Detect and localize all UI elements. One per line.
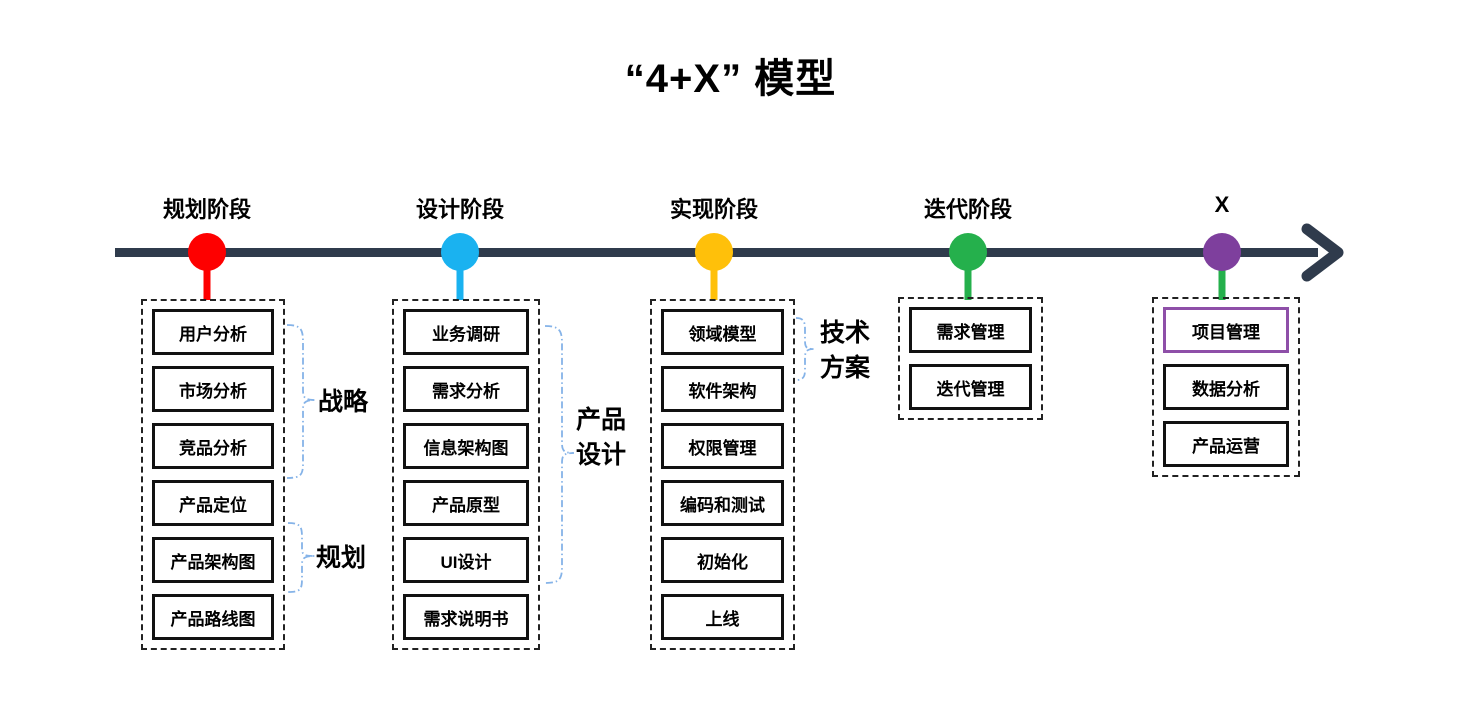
item-box: 权限管理: [661, 423, 784, 469]
item-box: 需求管理: [909, 307, 1032, 353]
item-box: UI设计: [403, 537, 529, 583]
stage-column-design: 业务调研 需求分析 信息架构图 产品原型 UI设计 需求说明书: [392, 299, 540, 650]
item-box: 上线: [661, 594, 784, 640]
annotation-planning: 规划: [316, 544, 367, 572]
brace-tech-solution: [795, 317, 815, 381]
annotation-line: 产品: [576, 406, 627, 434]
stage-label-design: 设计阶段: [415, 197, 504, 222]
item-box: 竞品分析: [152, 423, 274, 469]
stage-column-iteration: 需求管理 迭代管理: [898, 297, 1043, 420]
item-box: 编码和测试: [661, 480, 784, 526]
item-box: 软件架构: [661, 366, 784, 412]
stage-label-x: X: [1214, 192, 1230, 217]
stage-dot-x: [1203, 233, 1241, 271]
item-box: 需求分析: [403, 366, 529, 412]
item-box: 数据分析: [1163, 364, 1289, 410]
annotation-line: 技术: [820, 319, 871, 347]
brace-strategy: [286, 324, 317, 479]
stage-dot-implementation: [695, 233, 733, 271]
timeline-arrowhead-icon: [1301, 223, 1344, 282]
stage-column-planning: 用户分析 市场分析 竞品分析 产品定位 产品架构图 产品路线图: [141, 299, 285, 650]
annotation-line: 方案: [820, 354, 871, 382]
item-box: 领域模型: [661, 309, 784, 355]
annotation-line: 设计: [576, 441, 627, 469]
stage-column-implementation: 领域模型 软件架构 权限管理 编码和测试 初始化 上线: [650, 299, 795, 650]
item-box: 产品定位: [152, 480, 274, 526]
stage-dot-iteration: [949, 233, 987, 271]
item-box: 产品架构图: [152, 537, 274, 583]
item-box: 市场分析: [152, 366, 274, 412]
item-box: 产品路线图: [152, 594, 274, 640]
diagram-title: “4+X” 模型: [624, 57, 837, 101]
item-box: 迭代管理: [909, 364, 1032, 410]
item-box-highlighted: 项目管理: [1163, 307, 1289, 353]
stage-dot-design: [441, 233, 479, 271]
brace-product-design: [544, 325, 575, 584]
annotation-tech-solution: 技术 方案: [820, 316, 870, 386]
stage-label-implementation: 实现阶段: [669, 197, 758, 222]
annotation-strategy: 战略: [318, 388, 369, 416]
stage-label-planning: 规划阶段: [162, 197, 251, 222]
item-box: 用户分析: [152, 309, 274, 355]
stage-dot-planning: [188, 233, 226, 271]
item-box: 产品运营: [1163, 421, 1289, 467]
item-box: 需求说明书: [403, 594, 529, 640]
item-box: 产品原型: [403, 480, 529, 526]
brace-planning: [287, 522, 316, 593]
item-box: 信息架构图: [403, 423, 529, 469]
item-box: 业务调研: [403, 309, 529, 355]
annotation-product-design: 产品 设计: [576, 403, 626, 473]
stage-column-x: 项目管理 数据分析 产品运营: [1152, 297, 1300, 477]
item-box: 初始化: [661, 537, 784, 583]
stage-label-iteration: 迭代阶段: [923, 197, 1012, 222]
